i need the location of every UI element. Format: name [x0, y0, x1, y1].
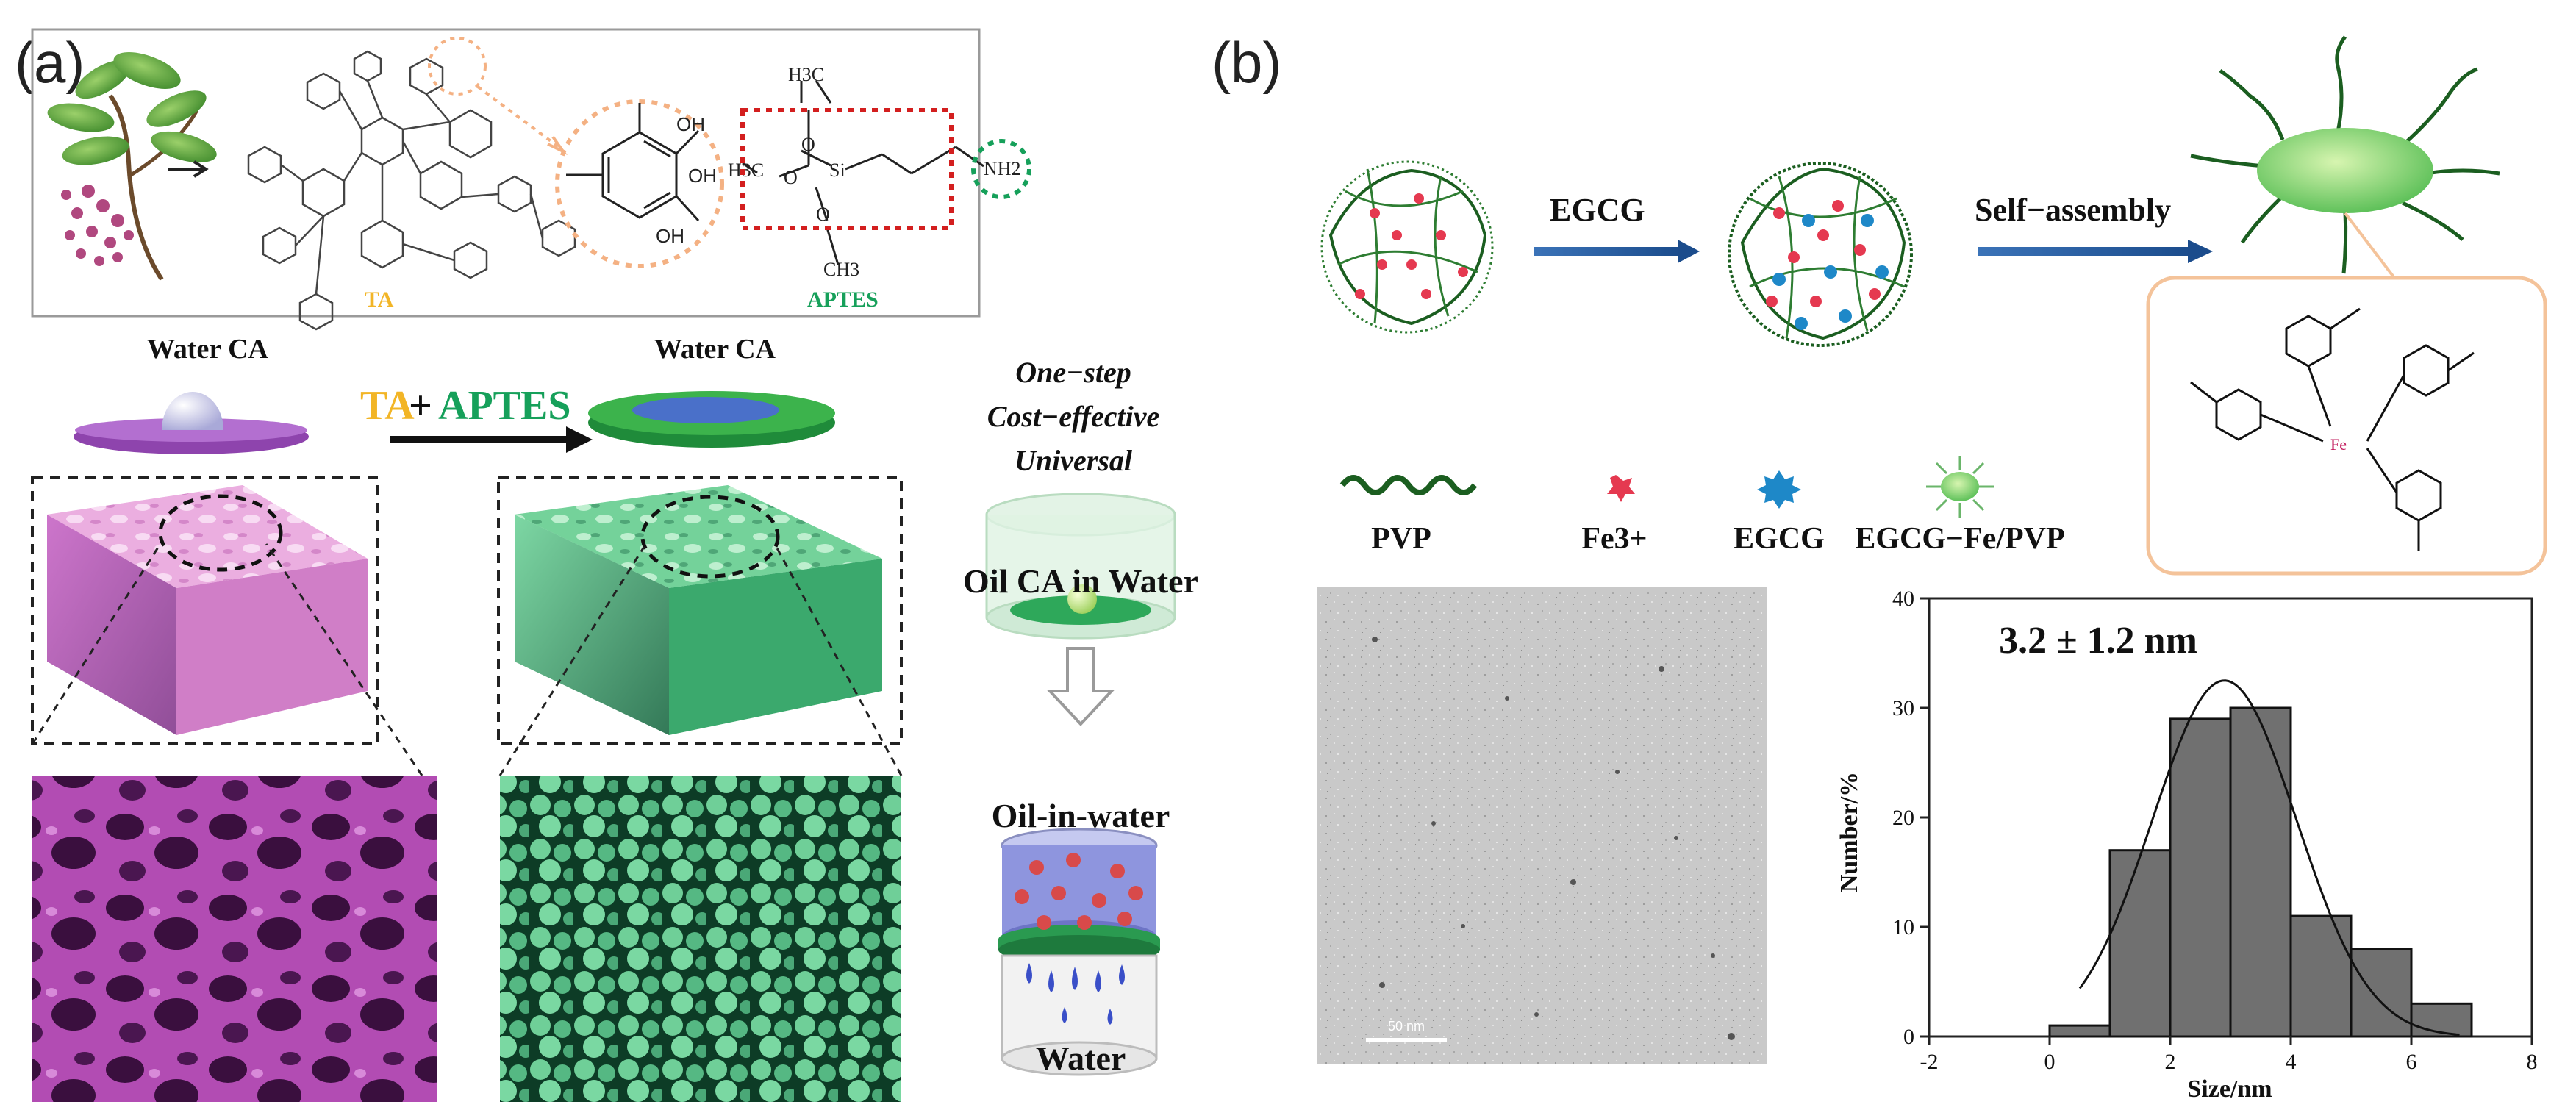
galloyl-highlight-large	[555, 99, 724, 268]
sem-image-coated	[500, 776, 901, 1102]
step-egcg-arrow	[1534, 247, 1681, 256]
feature-one-step: One−step	[1015, 356, 1131, 389]
aptes-o-left: O	[784, 167, 798, 188]
histogram-bar	[2048, 1024, 2111, 1038]
y-tick-label: 10	[1892, 915, 1914, 939]
oh-label-mid: OH	[688, 165, 717, 187]
histogram-title: 3.2 ± 1.2 nm	[1999, 620, 2197, 662]
oil-ca-label: Oil CA in Water	[963, 562, 1198, 600]
coordination-callout	[2146, 276, 2547, 576]
aptes-ch3: CH3	[823, 259, 859, 280]
tannic-acid-structure	[247, 50, 576, 331]
aptes-structure	[742, 80, 984, 265]
water-label: Water	[1036, 1039, 1126, 1077]
fe-center-label: Fe	[2330, 435, 2347, 454]
aptes-caption: APTES	[807, 287, 879, 312]
legend-egcg-fe-pvp: EGCG−Fe/PVP	[1855, 522, 2064, 556]
legend-egcg: EGCG	[1734, 522, 1825, 556]
nanoparticle-legend-icon	[1926, 456, 1994, 518]
tem-scale-label: 50 nm	[1388, 1019, 1425, 1034]
fe-legend-icon	[1607, 475, 1635, 502]
legend-fe: Fe3+	[1581, 522, 1647, 556]
sumac-plant-icon	[47, 52, 217, 281]
pristine-foam-frame	[31, 476, 379, 745]
water-ca-label-1: Water CA	[147, 334, 269, 365]
histogram-bar	[2289, 914, 2353, 1038]
chemistry-frame	[31, 28, 981, 318]
separation-column	[998, 828, 1160, 1076]
tem-image	[1317, 587, 1767, 1064]
histogram-bar	[2229, 706, 2292, 1038]
reaction-plus: +	[409, 383, 432, 429]
step-self-assembly-arrow	[1978, 247, 2191, 256]
spread-water	[632, 397, 779, 423]
oh-label-bottom: OH	[656, 225, 684, 247]
x-tick-label: 6	[2406, 1050, 2417, 1074]
aptes-h3c-left: H3C	[728, 160, 764, 181]
pvp-fe-complex	[1320, 160, 1494, 334]
feature-universal: Universal	[1015, 444, 1133, 477]
pyrogallol-ring	[566, 103, 700, 222]
x-tick-label: 2	[2165, 1050, 2176, 1074]
reaction-aptes: APTES	[438, 383, 571, 429]
aptes-o-bottom: O	[816, 204, 830, 225]
coated-foam-frame	[497, 476, 903, 745]
histogram-bar	[2350, 948, 2413, 1038]
x-tick-label: 8	[2527, 1050, 2538, 1074]
siloxane-highlight-box	[740, 108, 954, 230]
histogram-bar	[2108, 849, 2172, 1038]
aptes-si: Si	[829, 160, 845, 181]
panel-a-label: (a)	[15, 30, 85, 95]
pvp-legend-icon	[1339, 475, 1478, 495]
histogram-bar	[2169, 717, 2232, 1038]
egcg-fe-pvp-nanoparticle	[2190, 35, 2500, 274]
histogram-y-label: Number/%	[1836, 772, 1863, 892]
oil-in-water-label: Oil-in-water	[992, 797, 1170, 834]
step-self-assembly-label: Self−assembly	[1975, 192, 2171, 228]
tem-scale-bar	[1366, 1038, 1447, 1042]
legend-pvp: PVP	[1371, 522, 1431, 556]
sem-image-pristine	[32, 776, 437, 1102]
egcg-legend-icon	[1757, 470, 1801, 509]
galloyl-highlight-small	[428, 37, 487, 96]
aptes-nh2: NH2	[984, 158, 1021, 179]
process-down-arrow	[1046, 647, 1115, 726]
coated-zoom-circle	[640, 495, 780, 579]
histogram-x-label: Size/nm	[2187, 1075, 2272, 1103]
ta-caption: TA	[365, 287, 394, 312]
x-tick-label: 4	[2286, 1050, 2297, 1074]
egcg-fe-coordination-structure	[2190, 307, 2475, 551]
y-tick-label: 30	[1892, 696, 1914, 720]
water-ca-label-2: Water CA	[654, 334, 776, 365]
aptes-o-top: O	[801, 134, 815, 155]
water-droplet	[162, 392, 223, 430]
oh-label-top: OH	[676, 113, 705, 135]
feature-cost-effective: Cost−effective	[987, 400, 1160, 433]
y-tick-label: 0	[1903, 1025, 1914, 1049]
y-tick-label: 20	[1892, 806, 1914, 830]
x-tick-label: -2	[1920, 1050, 1939, 1074]
y-tick-label: 40	[1892, 587, 1914, 611]
aptes-h3c-top: H3C	[788, 64, 824, 85]
panel-b-label: (b)	[1212, 30, 1281, 95]
x-tick-label: 0	[2044, 1050, 2056, 1074]
amine-highlight-circle	[971, 139, 1031, 199]
histogram-bar	[2410, 1002, 2473, 1038]
reaction-ta: TA	[360, 383, 415, 429]
step-egcg-label: EGCG	[1550, 192, 1645, 228]
egcg-fe-pvp-cluster	[1728, 162, 1913, 347]
gaussian-fit-curve	[2078, 679, 2460, 1036]
oil-ca-beaker	[985, 493, 1176, 640]
pristine-zoom-circle	[158, 494, 283, 572]
